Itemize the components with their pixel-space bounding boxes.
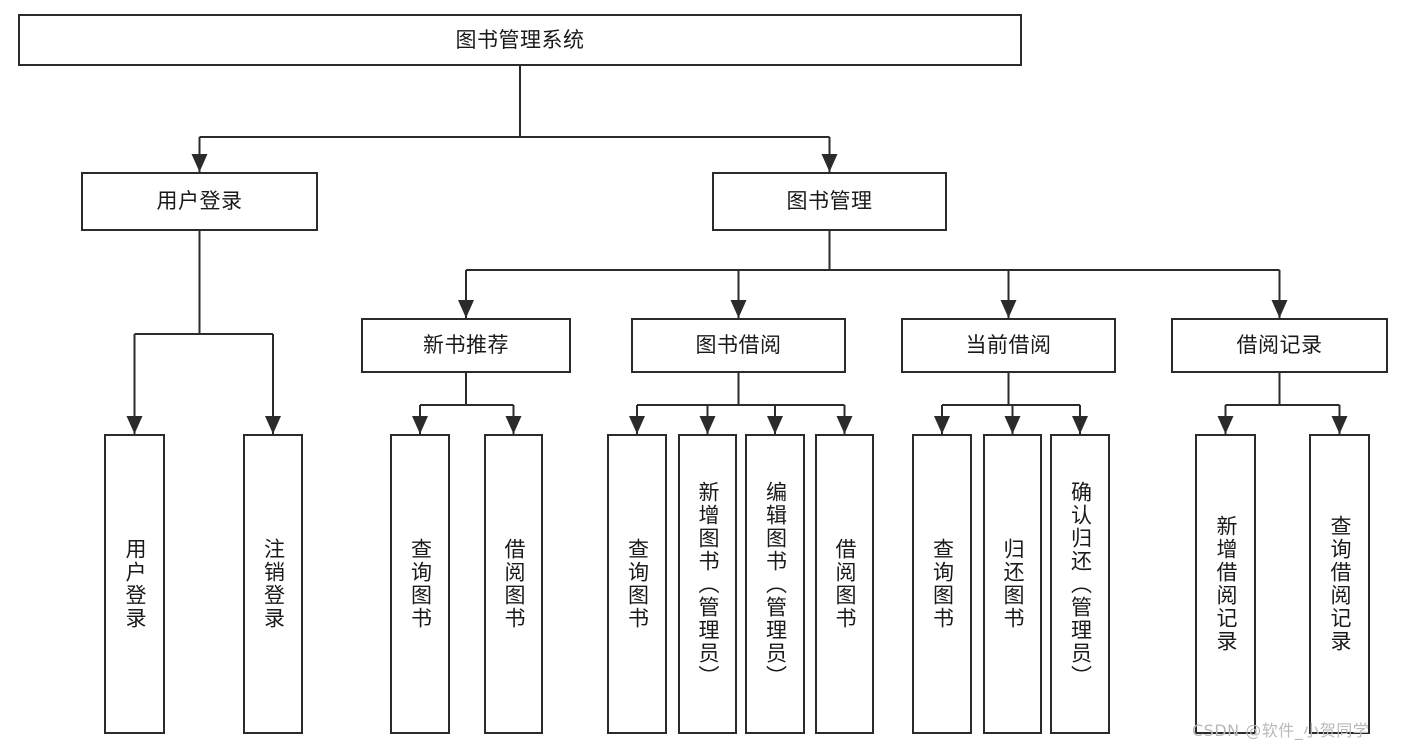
- node-label: 用户登录: [123, 538, 147, 630]
- node-new-book-rec[interactable]: 新书推荐: [361, 318, 571, 373]
- node-label: 借阅记录: [1236, 333, 1323, 358]
- arrow-head-book-manage: [821, 154, 838, 172]
- arrow-head-leaf-add-book: [699, 416, 716, 434]
- node-leaf-borrow-book-2[interactable]: 借阅图书: [815, 434, 874, 734]
- node-label: 新增借阅记录: [1214, 515, 1238, 653]
- node-label: 借阅图书: [502, 538, 526, 630]
- node-leaf-query-record[interactable]: 查询借阅记录: [1309, 434, 1370, 734]
- arrow-head-leaf-logout: [265, 416, 281, 434]
- arrow-head-leaf-edit-book: [767, 416, 783, 434]
- node-leaf-add-record[interactable]: 新增借阅记录: [1195, 434, 1256, 734]
- watermark-label: CSDN @软件_小贺同学: [1192, 721, 1370, 740]
- arrow-head-leaf-confirm-return: [1072, 416, 1088, 434]
- arrow-head-leaf-query-book-3: [934, 416, 950, 434]
- arrow-head-current-borrow: [1000, 300, 1017, 318]
- node-label: 图书管理系统: [455, 27, 585, 52]
- node-leaf-query-book-1[interactable]: 查询图书: [390, 434, 450, 734]
- node-book-borrow[interactable]: 图书借阅: [631, 318, 846, 373]
- node-label: 查询图书: [930, 538, 955, 630]
- node-leaf-edit-book[interactable]: 编辑图书（管理员）: [745, 434, 805, 734]
- arrow-head-book-borrow: [730, 300, 747, 318]
- arrow-head-borrow-record: [1271, 300, 1288, 318]
- node-leaf-logout[interactable]: 注销登录: [243, 434, 303, 734]
- node-leaf-query-book-2[interactable]: 查询图书: [607, 434, 667, 734]
- node-label: 查询借阅记录: [1328, 515, 1352, 653]
- node-label: 图书管理: [786, 189, 873, 214]
- node-label: 借阅图书: [833, 538, 857, 630]
- arrow-head-new-book-rec: [458, 300, 474, 318]
- node-label: 当前借阅: [965, 333, 1052, 358]
- node-leaf-borrow-book-1[interactable]: 借阅图书: [484, 434, 543, 734]
- node-label: 新书推荐: [423, 333, 509, 358]
- node-label: 注销登录: [261, 538, 286, 630]
- node-label: 确认归还（管理员）: [1068, 480, 1093, 688]
- node-label: 用户登录: [156, 189, 243, 214]
- node-book-manage[interactable]: 图书管理: [712, 172, 947, 231]
- arrow-head-leaf-query-book-2: [629, 416, 645, 434]
- node-label: 编辑图书（管理员）: [763, 480, 788, 688]
- node-leaf-query-book-3[interactable]: 查询图书: [912, 434, 972, 734]
- node-label: 图书借阅: [695, 333, 782, 358]
- arrow-head-leaf-return-book: [1004, 416, 1021, 434]
- node-leaf-user-login[interactable]: 用户登录: [104, 434, 165, 734]
- node-label: 查询图书: [625, 538, 650, 630]
- node-leaf-confirm-return[interactable]: 确认归还（管理员）: [1050, 434, 1110, 734]
- node-label: 查询图书: [408, 538, 433, 630]
- node-leaf-add-book[interactable]: 新增图书（管理员）: [678, 434, 737, 734]
- arrow-head-user-login: [191, 154, 208, 172]
- arrow-head-leaf-borrow-book-2: [836, 416, 853, 434]
- node-leaf-return-book[interactable]: 归还图书: [983, 434, 1042, 734]
- node-label: 新增图书（管理员）: [696, 480, 720, 688]
- node-borrow-record[interactable]: 借阅记录: [1171, 318, 1388, 373]
- arrow-head-leaf-user-login: [126, 416, 143, 434]
- arrow-head-leaf-query-book-1: [412, 416, 428, 434]
- arrow-head-leaf-query-record: [1331, 416, 1348, 434]
- node-user-login[interactable]: 用户登录: [81, 172, 318, 231]
- node-label: 归还图书: [1001, 538, 1025, 630]
- arrow-head-leaf-add-record: [1217, 416, 1234, 434]
- node-root[interactable]: 图书管理系统: [18, 14, 1022, 66]
- arrow-head-leaf-borrow-book-1: [505, 416, 522, 434]
- node-current-borrow[interactable]: 当前借阅: [901, 318, 1116, 373]
